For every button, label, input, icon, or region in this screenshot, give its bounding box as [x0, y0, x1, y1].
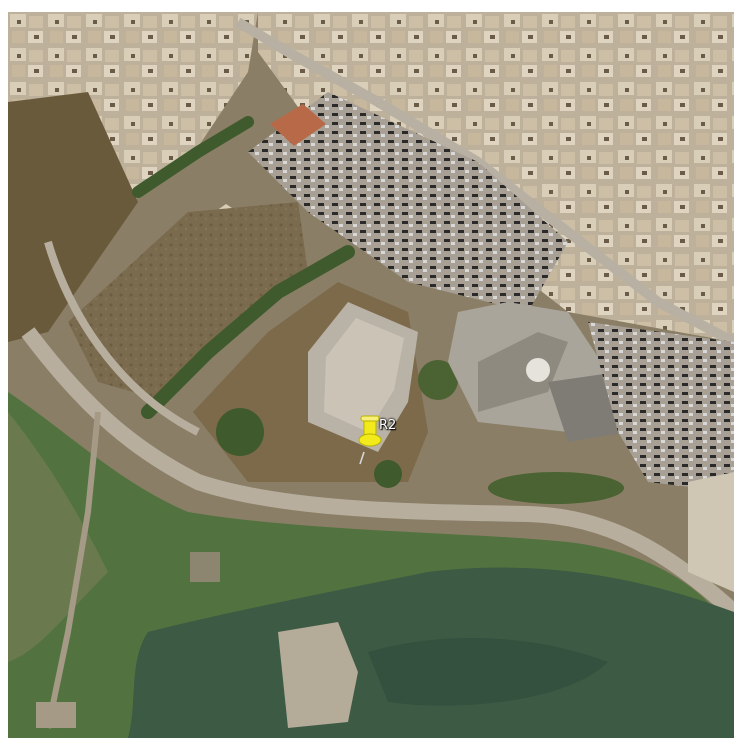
small-structure — [190, 552, 220, 582]
tree-cluster — [374, 460, 402, 488]
pushpin-icon[interactable] — [358, 415, 382, 465]
building-southeast — [688, 472, 734, 592]
median-island — [488, 472, 624, 504]
satellite-map[interactable]: R2 — [8, 12, 734, 738]
field-west — [8, 92, 138, 342]
parking-lot — [248, 92, 568, 312]
coastal-road — [21, 327, 734, 618]
dirt-path — [45, 411, 101, 729]
marsh-west — [8, 412, 108, 662]
east-building-roof — [478, 332, 568, 412]
tree-row — [141, 245, 355, 419]
tree-row-north — [132, 116, 254, 198]
pin-label: R2 — [379, 418, 397, 433]
central-building-roof — [324, 318, 404, 432]
lawn-west — [68, 202, 308, 402]
side-road — [44, 240, 200, 436]
tree-cluster — [418, 360, 458, 400]
tank — [526, 358, 550, 382]
court — [270, 104, 326, 146]
pier — [36, 702, 76, 728]
satellite-imagery — [8, 12, 734, 738]
jetty — [278, 622, 358, 728]
parking-east — [588, 322, 734, 492]
tree-cluster — [216, 408, 264, 456]
sea-deep — [368, 638, 608, 706]
